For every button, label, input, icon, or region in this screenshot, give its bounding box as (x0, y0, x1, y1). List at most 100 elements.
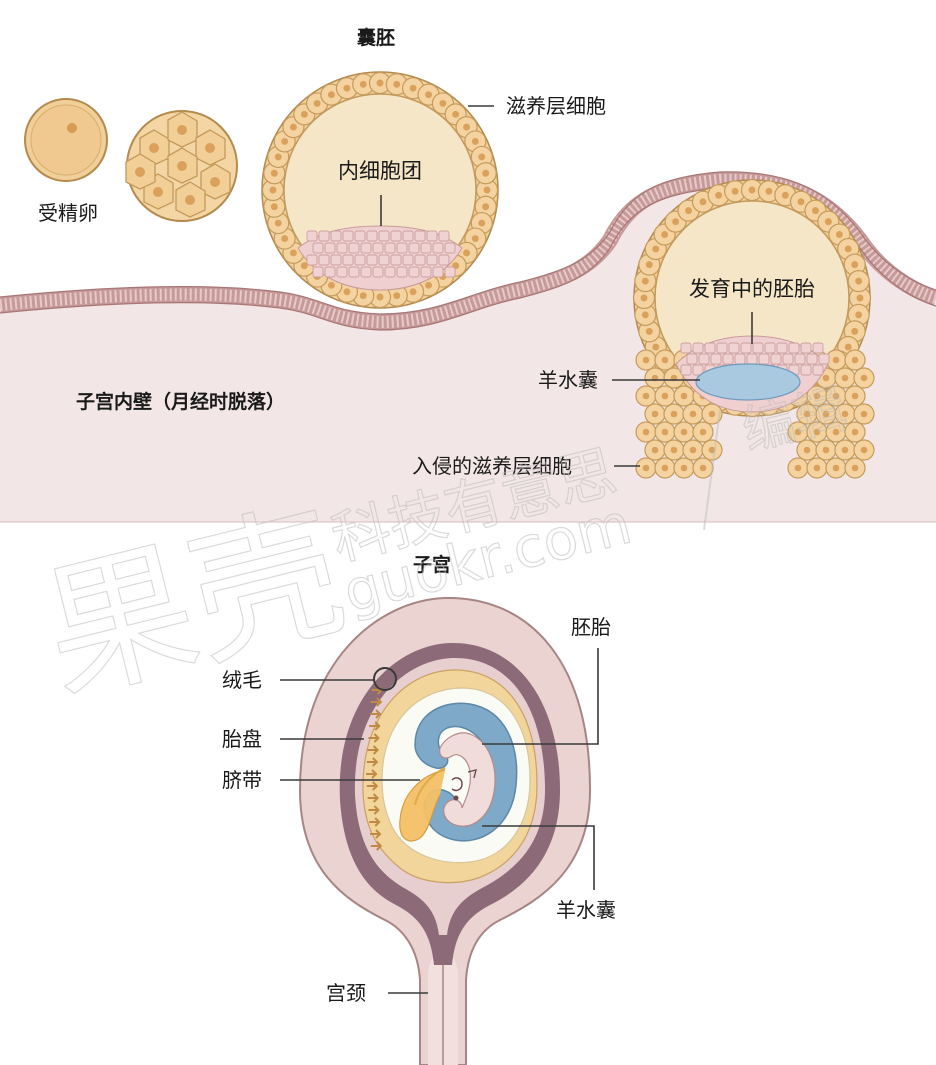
trophoblast-cell (847, 303, 870, 326)
label-amniotic-sac-bottom: 羊水囊 (556, 898, 616, 922)
invading-cell (701, 403, 723, 425)
invading-cell (663, 439, 685, 461)
amniotic-fluid (695, 363, 801, 401)
label-invading-trophoblast: 入侵的滋养层细胞 (412, 454, 572, 478)
label-trophoblast: 滋养层细胞 (506, 94, 606, 118)
icm-cell (324, 266, 336, 278)
morula-cell (125, 153, 156, 190)
icm-cell (408, 266, 420, 278)
label-uterus: 子宫 (413, 553, 451, 576)
invading-cell (635, 349, 657, 371)
uterus (298, 596, 592, 1065)
icm-cell (360, 242, 372, 254)
icm-cell (402, 230, 414, 242)
villus (366, 757, 379, 767)
icm-cell (432, 266, 444, 278)
icm-cell (426, 254, 438, 266)
icm-cell (342, 254, 354, 266)
trophoblast-cell (368, 71, 392, 95)
label-uterine-wall: 子宫内壁（月经时脱落） (76, 390, 285, 413)
label-placenta: 胎盘 (222, 727, 262, 751)
icm-cell (318, 254, 330, 266)
invading-cell (635, 385, 657, 407)
invading-cell (635, 421, 657, 443)
icm-cell (366, 254, 378, 266)
icm-cell (432, 242, 444, 254)
villus (370, 841, 383, 851)
villus (369, 721, 381, 731)
icm-cell (306, 254, 318, 266)
invading-cell (796, 403, 818, 425)
invading-cell (673, 421, 695, 443)
invading-cell (654, 421, 676, 443)
invading-cell (692, 421, 714, 443)
inner-cell-mass (297, 225, 463, 291)
invading-cell (682, 439, 704, 461)
icm-cell (384, 242, 396, 254)
label-embryo: 胚胎 (571, 615, 611, 639)
trophoblast-cell (335, 77, 359, 100)
icm-cell (372, 266, 384, 278)
trophoblast-cell (261, 178, 285, 202)
icm-cell (378, 254, 390, 266)
invading-cell (673, 385, 695, 407)
invading-cell (806, 457, 828, 479)
label-inner-cell-mass: 内细胞团 (338, 159, 422, 183)
icm-cell (342, 230, 354, 242)
villus (370, 697, 383, 707)
trophoblast-cell (847, 270, 870, 293)
icm-cell (372, 242, 384, 254)
invading-cell (787, 457, 809, 479)
morula (125, 110, 238, 222)
villus (368, 805, 380, 815)
label-villi: 绒毛 (222, 668, 262, 692)
icm-cell (330, 230, 342, 242)
icm-cell (408, 242, 420, 254)
trophoblast-cell (475, 178, 499, 202)
invading-cell (853, 367, 875, 389)
icm-cell (420, 242, 432, 254)
villus (366, 781, 379, 791)
icm-cell (390, 254, 402, 266)
icm-cell (414, 254, 426, 266)
trophoblast-cell (632, 286, 656, 310)
label-cervix: 宫颈 (326, 981, 366, 1005)
villus (368, 733, 380, 743)
label-developing-embryo: 发育中的胚胎 (689, 277, 815, 301)
label-umbilical-cord: 脐带 (222, 768, 262, 792)
invading-cell (682, 403, 704, 425)
icm-cell (336, 266, 348, 278)
invading-cell (644, 403, 666, 425)
icm-cell (396, 242, 408, 254)
invading-cell (853, 403, 875, 425)
morula-cell (175, 181, 206, 218)
trophoblast-cell (474, 162, 497, 185)
label-blastocyst: 囊胚 (356, 26, 395, 49)
invading-cell (844, 385, 866, 407)
icm-cell (354, 230, 366, 242)
icm-cell (396, 266, 408, 278)
icm-cell (402, 254, 414, 266)
icm-cell (444, 242, 456, 254)
leader-lines (280, 105, 753, 994)
invading-cell (815, 439, 837, 461)
icm-cell (426, 230, 438, 242)
invading-cell (673, 457, 695, 479)
icm-cell (348, 242, 360, 254)
villus (367, 745, 380, 755)
icm-cell (378, 230, 390, 242)
icm-cell (354, 254, 366, 266)
icm-cell (420, 266, 432, 278)
villus (369, 817, 381, 827)
icm-cell (324, 242, 336, 254)
icm-cell (330, 254, 342, 266)
icm-cell (318, 230, 330, 242)
icm-cell (360, 266, 372, 278)
icm-cell (384, 266, 396, 278)
icm-cell (414, 230, 426, 242)
villus (370, 709, 382, 719)
invading-cell (701, 439, 723, 461)
icm-cell (390, 230, 402, 242)
